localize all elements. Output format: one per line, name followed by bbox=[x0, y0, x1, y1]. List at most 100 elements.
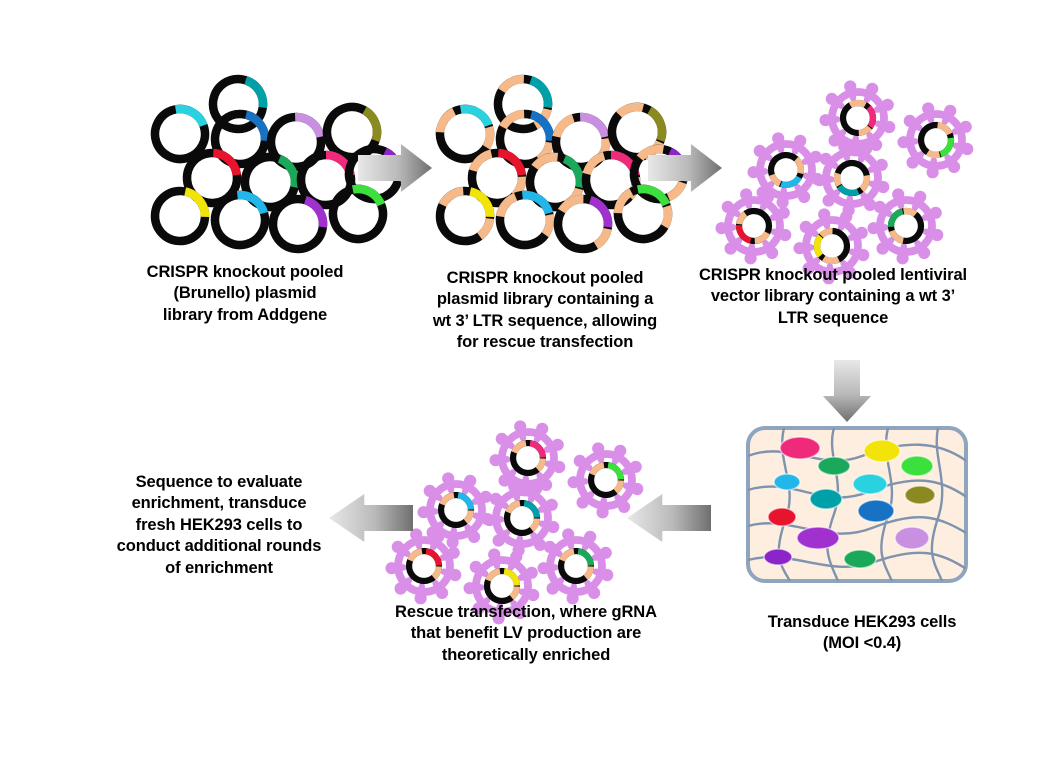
plasmid-ltr-segment bbox=[582, 151, 606, 176]
plasmid-grna-segment bbox=[735, 225, 752, 244]
plasmid-ltr-segment-b bbox=[529, 518, 541, 532]
plasmid-in-virion-r5 bbox=[405, 547, 443, 585]
plasmid-backbone bbox=[887, 207, 925, 245]
plasmid-library-ltr-cluster bbox=[435, 74, 705, 267]
plasmid-ltr-segment-b bbox=[613, 480, 625, 494]
plasmid-ltr-2 bbox=[435, 104, 495, 164]
plasmid-ltr-segment-b bbox=[541, 213, 555, 238]
plasmid-ltr-segment-b bbox=[858, 125, 873, 137]
cell-nucleus-8 bbox=[809, 488, 843, 510]
plasmid-grna-segment bbox=[577, 548, 595, 566]
plasmid-grna-segment bbox=[939, 137, 955, 158]
plasmid-ltr-segment-b bbox=[463, 510, 475, 524]
arrow-step5-to-step6-shape bbox=[329, 493, 413, 543]
virion-envelope bbox=[906, 110, 966, 170]
plasmid-2 bbox=[150, 104, 210, 164]
plasmid-13 bbox=[328, 184, 388, 244]
arrow-step4-to-step5 bbox=[627, 493, 711, 543]
cell-boundary-v4 bbox=[930, 428, 944, 581]
plasmid-ltr-segment-b bbox=[476, 217, 495, 240]
plasmid-library-cluster bbox=[150, 74, 420, 267]
plasmid-ltr-segment bbox=[469, 149, 493, 173]
arrow-step3-to-step4-shape bbox=[822, 360, 872, 422]
plasmid-grna-segment bbox=[521, 190, 554, 215]
plasmid-grna-segment bbox=[866, 105, 877, 129]
plasmid-backbone bbox=[437, 491, 475, 529]
plasmid-ltr-segment bbox=[496, 192, 518, 218]
plasmid-ltr-segment-b bbox=[834, 172, 842, 188]
plasmid-ltr-4 bbox=[551, 112, 611, 172]
plasmid-grna-segment bbox=[647, 106, 667, 143]
plasmid-ltr-segment-b bbox=[509, 586, 521, 600]
plasmid-backbone bbox=[435, 104, 495, 164]
plasmid-grna-segment bbox=[529, 440, 547, 458]
lentiviral-library-cluster bbox=[715, 78, 990, 285]
plasmid-ltr-segment bbox=[407, 548, 423, 562]
plasmid-4 bbox=[266, 112, 326, 172]
plasmid-grna-segment bbox=[277, 154, 300, 189]
plasmid-ltr-segment bbox=[589, 462, 605, 476]
plasmid-ltr-segment-b bbox=[768, 173, 782, 187]
plasmid-ltr-segment bbox=[438, 186, 464, 208]
plasmid-grna-segment bbox=[562, 154, 585, 189]
plasmid-ltr-segment bbox=[821, 255, 840, 265]
plasmid-grna-segment bbox=[529, 110, 555, 142]
plasmid-grna-segment bbox=[814, 234, 824, 258]
cell-nucleus-4 bbox=[900, 455, 934, 477]
virion-envelope bbox=[802, 216, 862, 276]
arrow-step3-to-step4 bbox=[822, 360, 872, 422]
plasmid-ltr-segment bbox=[936, 122, 953, 136]
plasmid-in-virion-2 bbox=[917, 121, 955, 159]
plasmid-in-virion-4 bbox=[833, 159, 871, 197]
virion-envelope bbox=[828, 88, 888, 148]
virion-envelope bbox=[756, 140, 816, 200]
plasmid-backbone bbox=[813, 227, 851, 265]
caption-step5: Rescue transfection, where gRNA that ben… bbox=[395, 603, 657, 664]
plasmid-ltr-segment bbox=[485, 568, 501, 582]
plasmid-ltr-segment-b bbox=[535, 458, 547, 472]
plasmid-grna-segment bbox=[184, 187, 210, 218]
plasmid-in-virion-3 bbox=[767, 151, 805, 189]
plasmid-grna-segment bbox=[459, 104, 493, 128]
cell-nucleus-9 bbox=[857, 499, 895, 523]
plasmid-ltr-segment-b bbox=[666, 180, 687, 202]
cell-nucleus-2 bbox=[817, 456, 851, 476]
lentiviral-particle-2 bbox=[897, 102, 974, 179]
plasmid-grna-segment bbox=[469, 187, 495, 218]
cell-culture-flask bbox=[742, 422, 972, 587]
plasmid-grna-segment bbox=[837, 184, 860, 197]
plasmid-ltr-segment-b bbox=[819, 227, 833, 238]
plasmid-backbone bbox=[467, 148, 527, 208]
plasmid-grna-segment bbox=[294, 112, 325, 138]
plasmid-in-virion-5 bbox=[735, 207, 773, 245]
plasmid-backbone bbox=[509, 439, 547, 477]
plasmid-backbone bbox=[405, 547, 443, 585]
plasmid-ltr-segment bbox=[511, 440, 527, 454]
plasmid-ltr-segment-b bbox=[431, 566, 443, 580]
plasmid-in-virion-r2 bbox=[587, 461, 625, 499]
virion-envelope bbox=[876, 196, 936, 256]
rescue-transfection-cluster bbox=[385, 418, 660, 625]
cell-nucleus-5 bbox=[773, 473, 801, 491]
plasmid-grna-segment bbox=[174, 104, 208, 128]
virion-envelope bbox=[426, 480, 486, 540]
plasmid-grna-segment bbox=[425, 548, 443, 566]
plasmid-grna-segment bbox=[636, 184, 671, 207]
plasmid-grna-segment bbox=[607, 462, 625, 480]
plasmid-backbone bbox=[210, 190, 270, 250]
plasmid-ltr-6 bbox=[467, 148, 527, 208]
plasmid-in-virion-r1 bbox=[509, 439, 547, 477]
plasmid-backbone bbox=[607, 102, 667, 162]
plasmid-ltr-segment bbox=[499, 109, 525, 130]
plasmid-backbone bbox=[344, 144, 404, 204]
lentiviral-particle-r1 bbox=[489, 420, 566, 497]
plasmid-ltr-segment bbox=[439, 492, 455, 506]
plasmid-ltr-segment-b bbox=[660, 204, 673, 229]
plasmid-in-virion-r6 bbox=[483, 567, 521, 605]
plasmid-ltr-segment-b bbox=[593, 227, 612, 250]
plasmid-grna-segment bbox=[244, 110, 270, 142]
lentiviral-particle-r5 bbox=[385, 528, 462, 605]
plasmid-ltr-11 bbox=[495, 190, 555, 250]
plasmid-ltr-segment bbox=[888, 229, 905, 244]
virion-envelope bbox=[724, 196, 784, 256]
